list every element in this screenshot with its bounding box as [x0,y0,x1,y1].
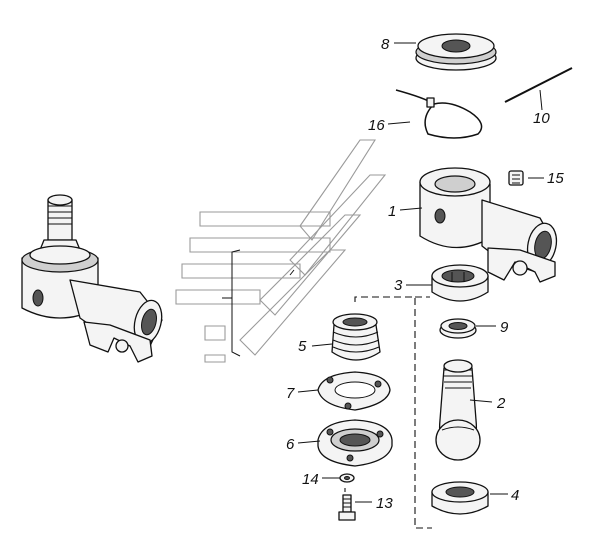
label-16: 16 [368,117,385,134]
callout-labels: 8 10 16 15 1 3 9 5 2 7 6 4 14 13 [286,36,564,512]
label-2: 2 [496,395,506,412]
label-8: 8 [381,36,390,53]
watermark-logo [175,139,387,363]
part-16-wire-ring [395,89,483,139]
label-13: 13 [376,495,393,512]
part-2-ball-stud [435,359,481,461]
part-10-wire-pin [504,67,573,103]
label-15: 15 [547,170,564,187]
label-10: 10 [533,110,550,127]
part-3-bearing [431,264,489,302]
leader-lines [297,42,544,503]
part-5-boot [331,313,381,361]
label-5: 5 [298,338,307,355]
label-9: 9 [500,319,509,336]
part-7-gasket [317,371,391,411]
label-6: 6 [286,436,295,453]
label-7: 7 [286,385,295,402]
part-8-seal-ring [415,33,497,71]
label-14: 14 [302,471,319,488]
label-3: 3 [394,277,403,294]
part-1-housing [419,167,558,283]
part-6-cover [317,419,393,467]
part-14-washer [339,473,355,483]
assembly-bracket-line [222,249,295,357]
label-1: 1 [388,203,396,220]
part-4-lower-ring [431,481,489,515]
assembled-tie-rod-end [21,194,163,363]
label-4: 4 [511,487,519,504]
part-9-spacer-ring [439,318,477,339]
assembly-dashed-lines [344,296,432,529]
part-15-grease-nipple [508,170,524,186]
part-13-bolt [338,494,356,521]
